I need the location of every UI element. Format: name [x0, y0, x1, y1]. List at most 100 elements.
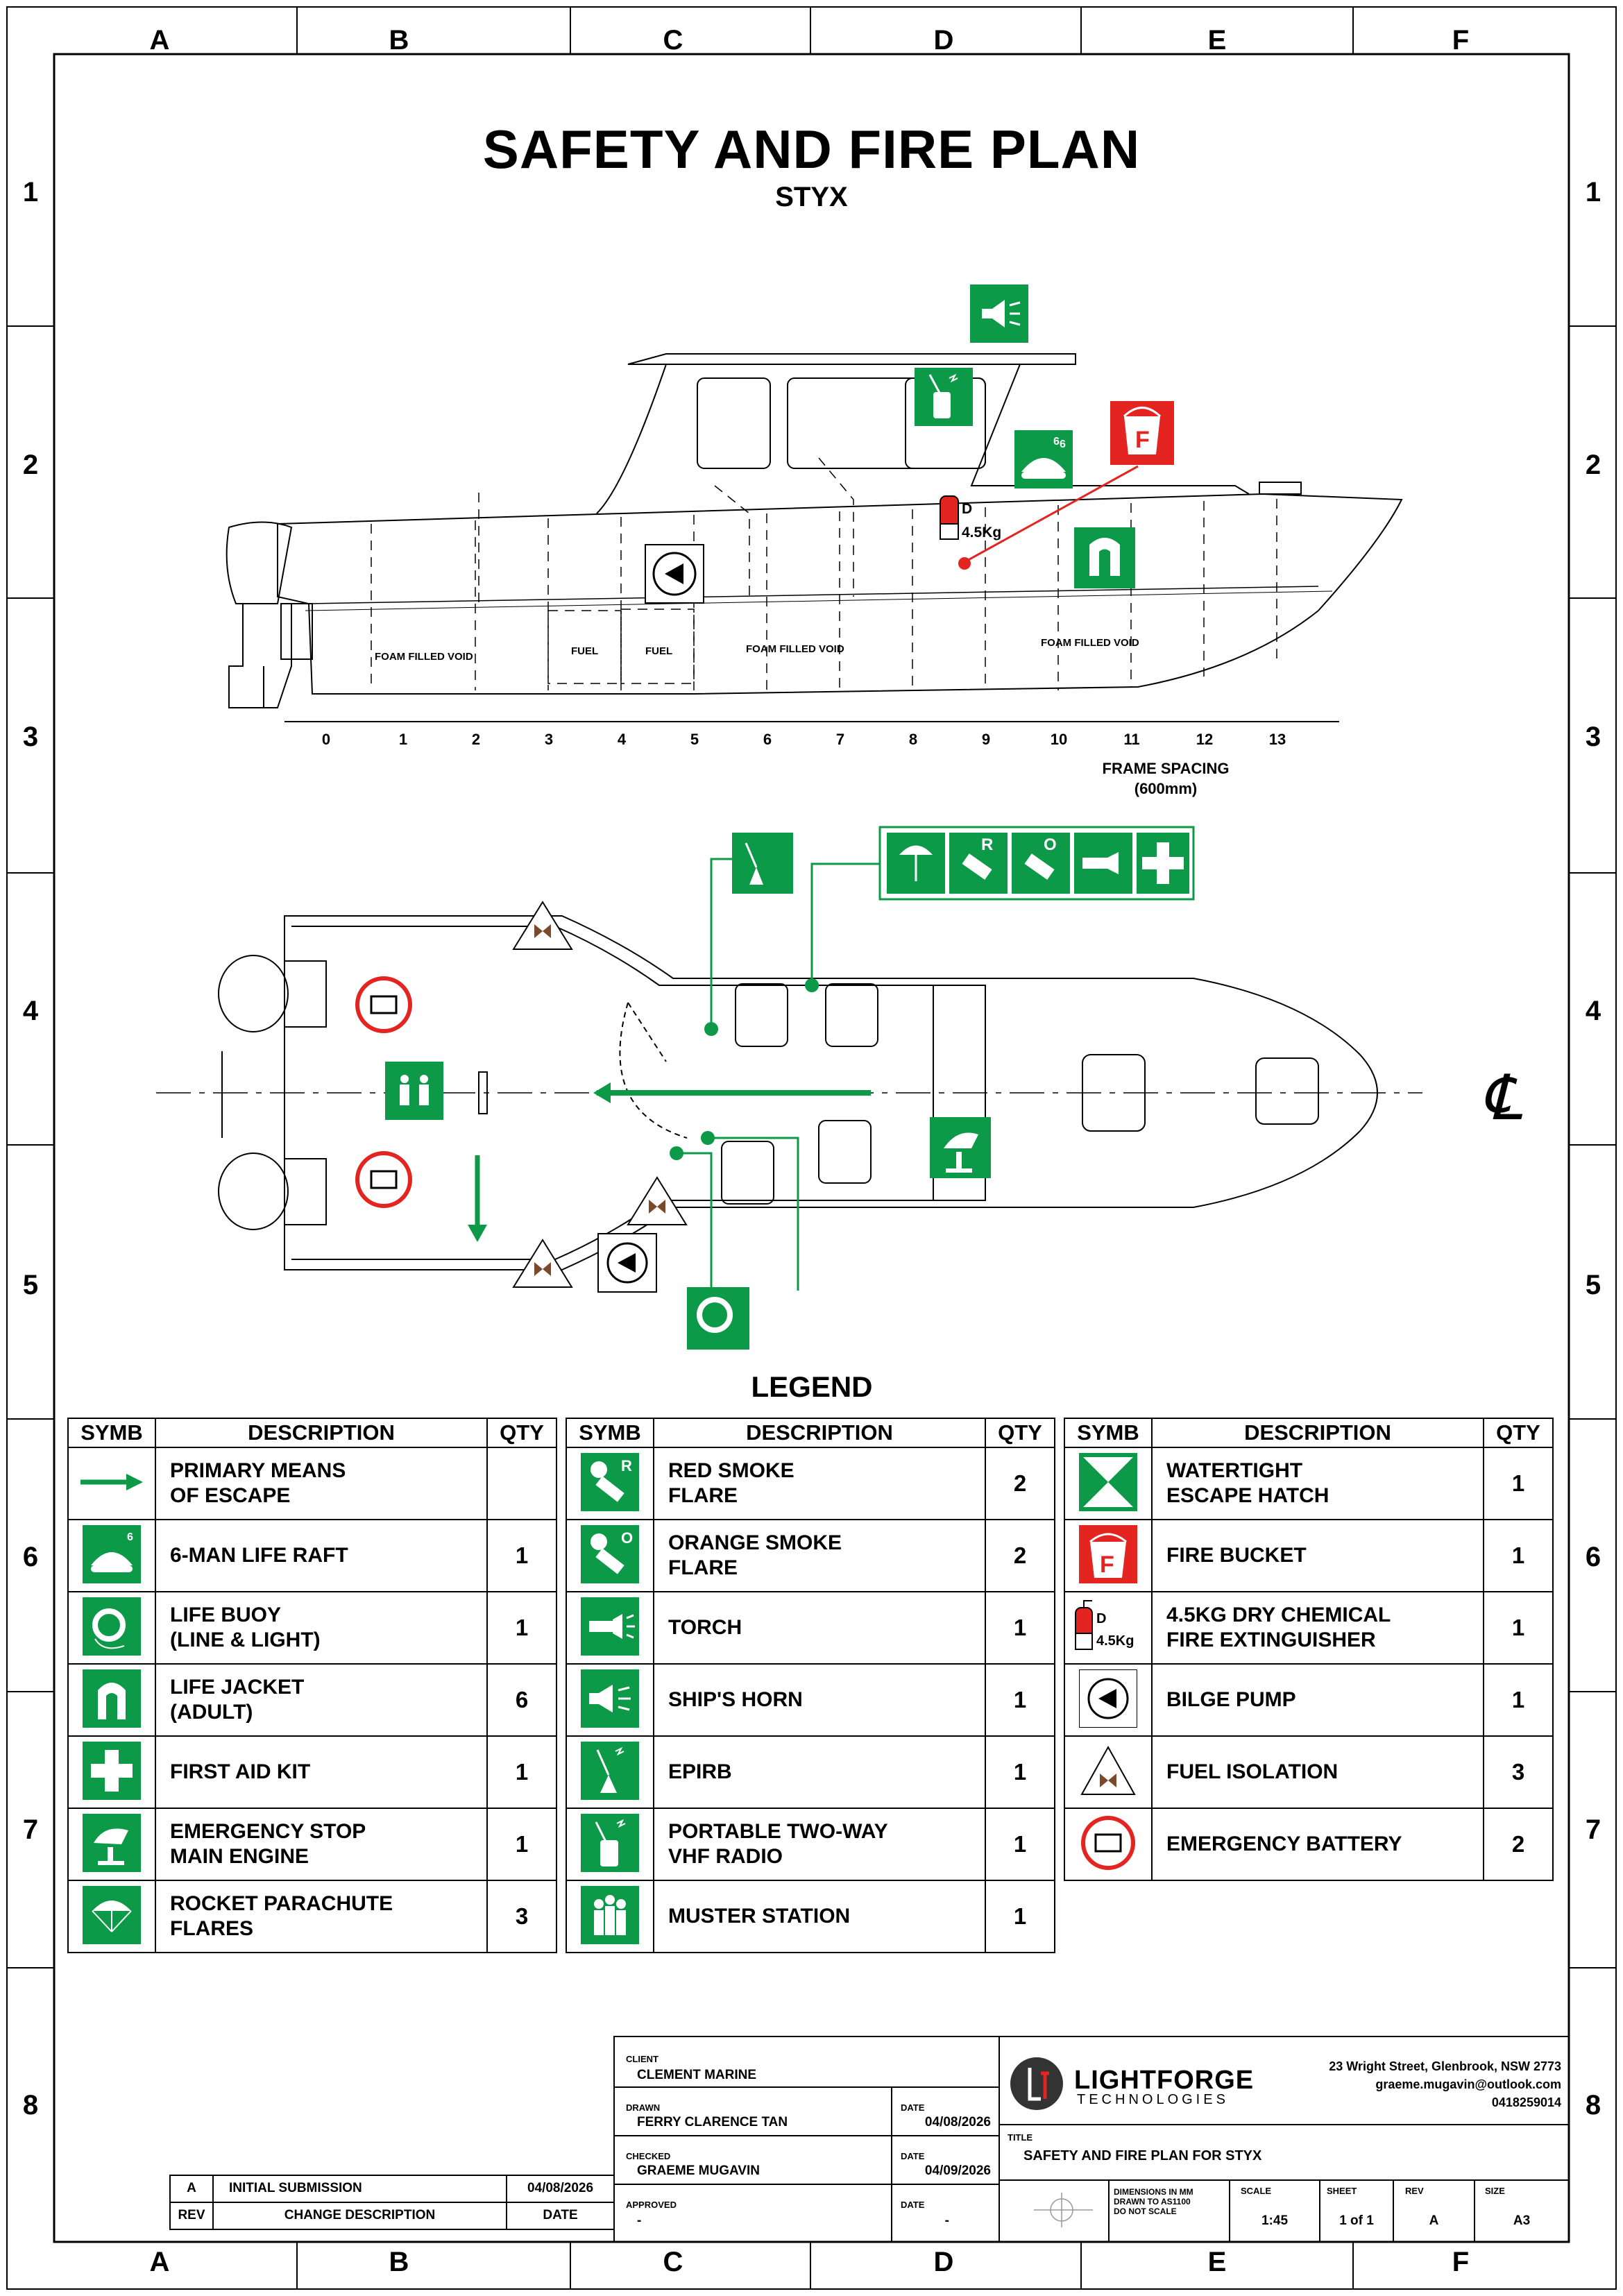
legend-description-line: PRIMARY MEANS — [170, 1459, 346, 1482]
legend-qty: 1 — [985, 1808, 1055, 1881]
revision-rev-header: REV — [178, 2208, 205, 2222]
legend-description-line: ESCAPE HATCH — [1166, 1484, 1329, 1507]
escape-arrow-aft — [468, 1225, 487, 1242]
vhf-radio-icon — [566, 1808, 654, 1881]
grid-col-f: F — [1452, 25, 1470, 56]
grid-col-c: C — [663, 2247, 683, 2277]
orange-smoke-icon: O — [566, 1519, 654, 1592]
company-phone: 0418259014 — [1491, 2095, 1561, 2109]
profile-bilge-pump — [645, 544, 704, 604]
frame-number: 13 — [1268, 731, 1286, 748]
legend-header-description: DESCRIPTION — [1151, 1418, 1484, 1448]
size-value: A3 — [1513, 2213, 1531, 2228]
frame-number: 2 — [471, 731, 481, 748]
grid-row-7: 7 — [22, 1814, 39, 1845]
plan-fuel-isolation-3 — [512, 1239, 573, 1288]
legend-description-line: LIFE BUOY — [170, 1604, 282, 1626]
plan-grab-bag — [878, 826, 1195, 901]
legend-description: EMERGENCY BATTERY — [1151, 1808, 1484, 1881]
legend-header-description: DESCRIPTION — [653, 1418, 986, 1448]
svg-text:O: O — [621, 1529, 633, 1547]
grid-row-4: 4 — [1585, 996, 1601, 1026]
legend-qty: 1 — [985, 1663, 1055, 1737]
legend-description-line: FIRE BUCKET — [1166, 1544, 1307, 1567]
legend-description-line: FIRST AID KIT — [170, 1760, 311, 1783]
void-label-mid: FOAM FILLED VOID — [746, 643, 844, 655]
legend-row: LIFE BUOY(LINE & LIGHT)1 — [67, 1591, 557, 1665]
legend-description-line: FUEL ISOLATION — [1166, 1760, 1339, 1783]
void-label-aft: FOAM FILLED VOID — [375, 651, 473, 663]
legend-qty: 2 — [985, 1519, 1055, 1592]
svg-text:4.5Kg: 4.5Kg — [1096, 1633, 1134, 1649]
battery-icon — [1064, 1808, 1153, 1881]
centerline-symbol: ℄ — [1481, 1062, 1522, 1134]
legend-description-line: FIRE EXTINGUISHER — [1166, 1629, 1376, 1651]
approved-label: APPROVED — [626, 2200, 677, 2210]
note-line: DIMENSIONS IN MM — [1114, 2187, 1193, 2197]
legend-header-qty: QTY — [486, 1418, 557, 1448]
legend-qty: 6 — [486, 1663, 557, 1737]
legend-description-line: BILGE PUMP — [1166, 1688, 1296, 1711]
frame-number: 9 — [981, 731, 991, 748]
profile-fire-bucket-sign: F — [1110, 401, 1174, 465]
grid-col-f: F — [1452, 2247, 1470, 2277]
rev-label: REV — [1405, 2186, 1424, 2196]
legend-description-line: LIFE JACKET — [170, 1676, 305, 1699]
scale-label: SCALE — [1241, 2186, 1272, 2196]
legend-description-line: MAIN ENGINE — [170, 1845, 309, 1868]
grid-row-1: 1 — [22, 177, 39, 207]
plan-battery-2 — [355, 1151, 412, 1208]
grid-col-a: A — [149, 2247, 170, 2277]
hatch-icon — [1064, 1447, 1153, 1520]
legend-header-symbol: SYMB — [67, 1418, 156, 1448]
drawn-label: DRAWN — [626, 2102, 661, 2113]
grid-col-e: E — [1207, 25, 1227, 56]
rev-value: A — [1429, 2213, 1439, 2228]
legend-description-line: EMERGENCY BATTERY — [1166, 1832, 1402, 1855]
legend-description-line: TORCH — [668, 1616, 742, 1639]
sheet-label: SHEET — [1327, 2186, 1357, 2196]
legend-description: SHIP'S HORN — [653, 1663, 986, 1737]
fire-bucket-icon: F — [1064, 1519, 1153, 1592]
legend-header-symbol: SYMB — [1064, 1418, 1153, 1448]
first-aid-icon — [67, 1735, 156, 1809]
grid-row-5: 5 — [22, 1270, 39, 1300]
legend-header-description: DESCRIPTION — [155, 1418, 488, 1448]
outer-border — [6, 6, 1617, 2290]
extinguisher-weight: 4.5Kg — [962, 525, 1002, 541]
plan-fuel-isolation-2 — [627, 1176, 688, 1225]
grid-row-8: 8 — [1585, 2090, 1601, 2120]
legend-row: LIFE JACKET(ADULT)6 — [67, 1663, 557, 1737]
legend-qty: 1 — [985, 1735, 1055, 1809]
grid-row-4: 4 — [22, 996, 39, 1026]
grid-col-b: B — [389, 2247, 409, 2277]
legend-description: LIFE JACKET(ADULT) — [155, 1663, 488, 1737]
escape-arrow-icon — [67, 1447, 156, 1520]
legend-description-line: 4.5KG DRY CHEMICAL — [1166, 1604, 1391, 1626]
legend-qty: 1 — [486, 1808, 557, 1881]
grid-row-7: 7 — [1585, 1814, 1601, 1845]
grid-row-5: 5 — [1585, 1270, 1601, 1300]
grid-col-a: A — [149, 25, 170, 56]
company-email: graeme.mugavin@outlook.com — [1375, 2077, 1561, 2091]
grid-col-b: B — [389, 25, 409, 56]
svg-text:R: R — [621, 1457, 632, 1474]
profile-liferaft-sign: 6 — [1014, 430, 1073, 488]
frame-number: 7 — [835, 731, 845, 748]
revision-description: INITIAL SUBMISSION — [229, 2181, 362, 2195]
fuel-label-1: FUEL — [571, 645, 599, 657]
profile-vhf-sign — [915, 368, 973, 426]
